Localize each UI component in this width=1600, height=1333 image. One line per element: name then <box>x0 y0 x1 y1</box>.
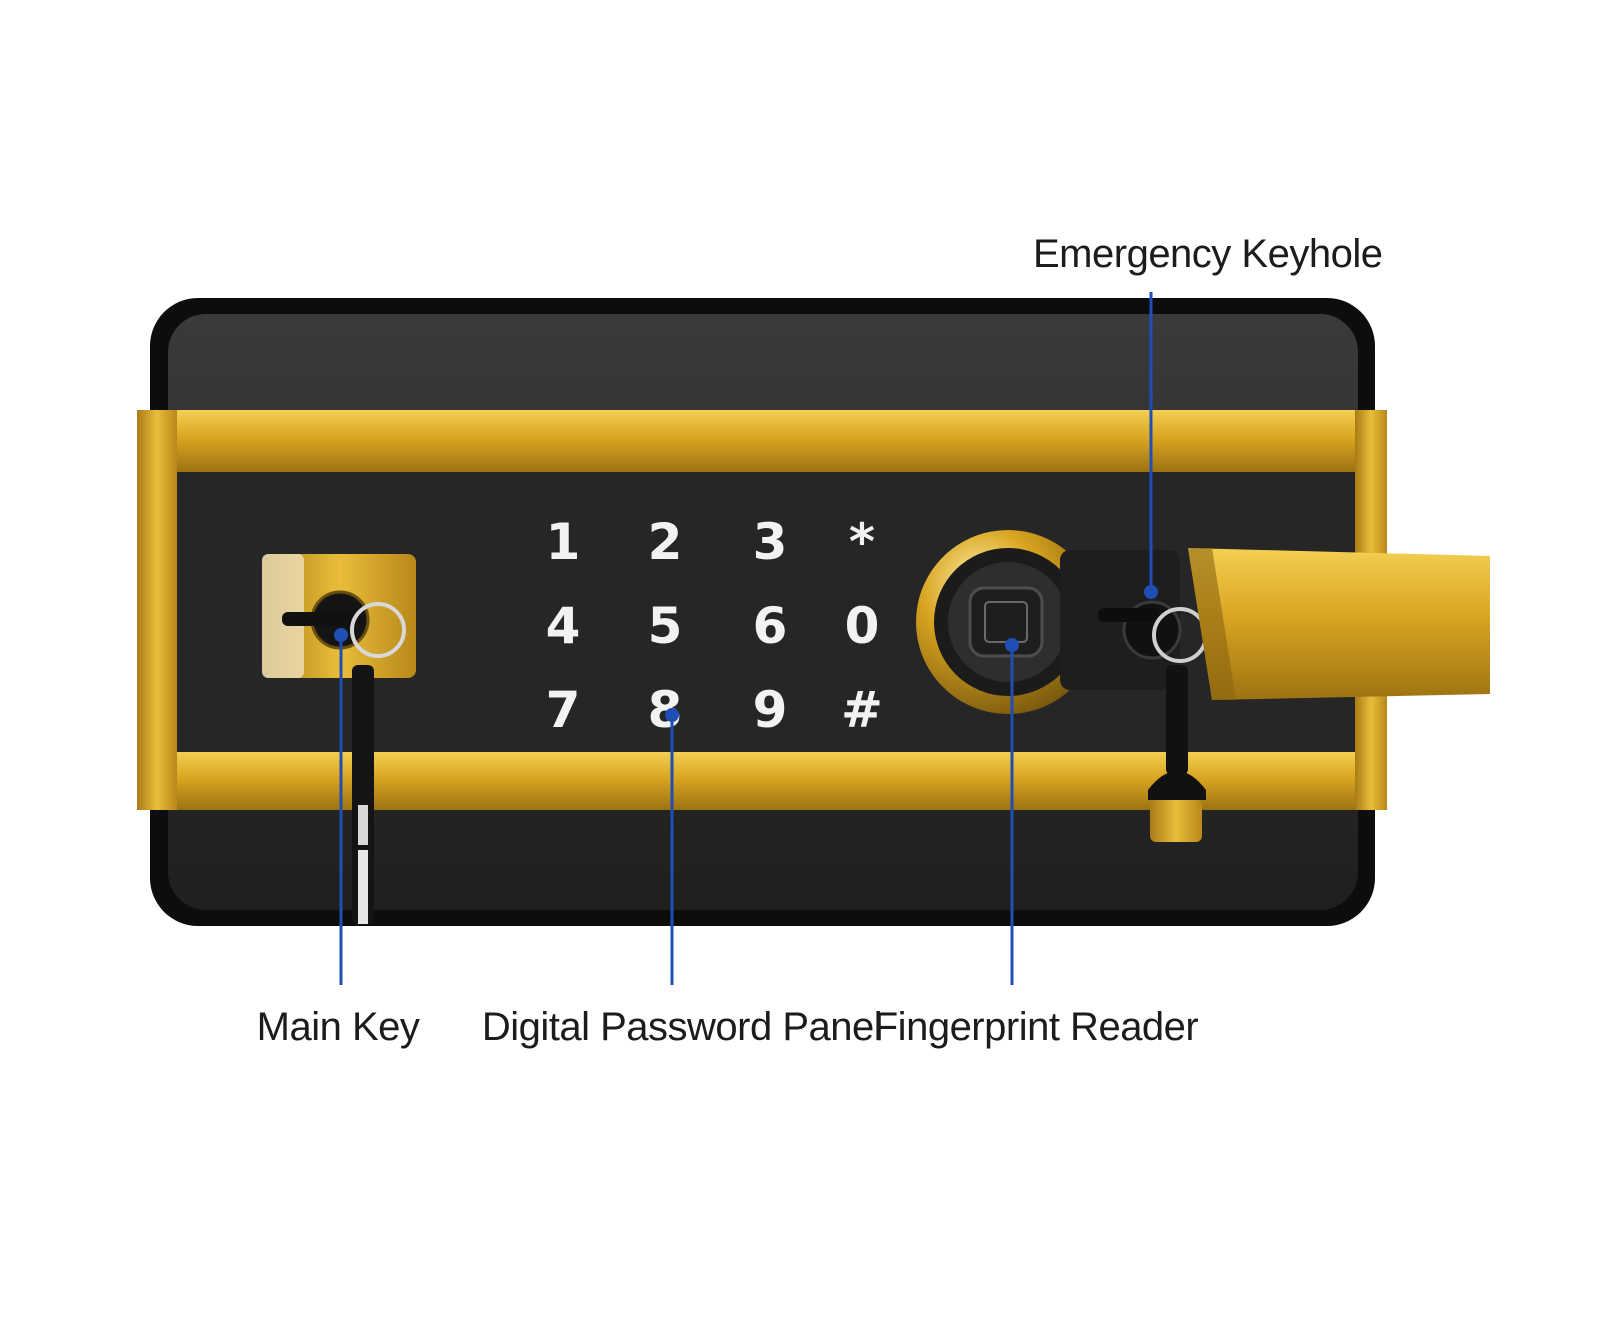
keypad-key: 3 <box>753 513 788 571</box>
keypad-key: 8 <box>648 681 683 739</box>
keypad-key: 1 <box>546 513 581 571</box>
callout-dot-emergency-keyhole <box>1144 585 1158 599</box>
keypad-key: 5 <box>648 597 683 655</box>
keypad-key: 7 <box>546 681 581 739</box>
keypad-key: 4 <box>546 597 581 655</box>
keypad-key: 0 <box>845 597 880 655</box>
keypad-key: 2 <box>648 513 683 571</box>
gold-left-bar <box>137 410 177 810</box>
emergency-key-head <box>1150 800 1202 842</box>
side-handle <box>1188 548 1490 700</box>
label-digital-password-panel: Digital Password Panel <box>481 1005 883 1049</box>
gold-top-bar <box>137 410 1387 472</box>
main-key-lock <box>262 554 416 925</box>
key-ring-icon <box>350 602 406 658</box>
callout-dot-digital-password-panel <box>665 708 679 722</box>
callout-dot-main-key <box>334 628 348 642</box>
callouts <box>334 292 1158 985</box>
label-emergency-keyhole: Emergency Keyhole <box>1033 232 1383 276</box>
keypad-key: * <box>849 513 875 571</box>
keypad-key: # <box>841 681 883 739</box>
label-fingerprint-reader: Fingerprint Reader <box>873 1005 1199 1049</box>
keypad-key: 6 <box>753 597 788 655</box>
main-key-tag <box>352 665 374 925</box>
keypad-key: 9 <box>753 681 788 739</box>
callout-dot-fingerprint-reader <box>1005 638 1019 652</box>
label-main-key: Main Key <box>256 1005 420 1049</box>
side-handle-block <box>1188 548 1490 700</box>
fingerprint-reader <box>916 530 1100 714</box>
fingerprint-icon <box>968 586 1044 658</box>
